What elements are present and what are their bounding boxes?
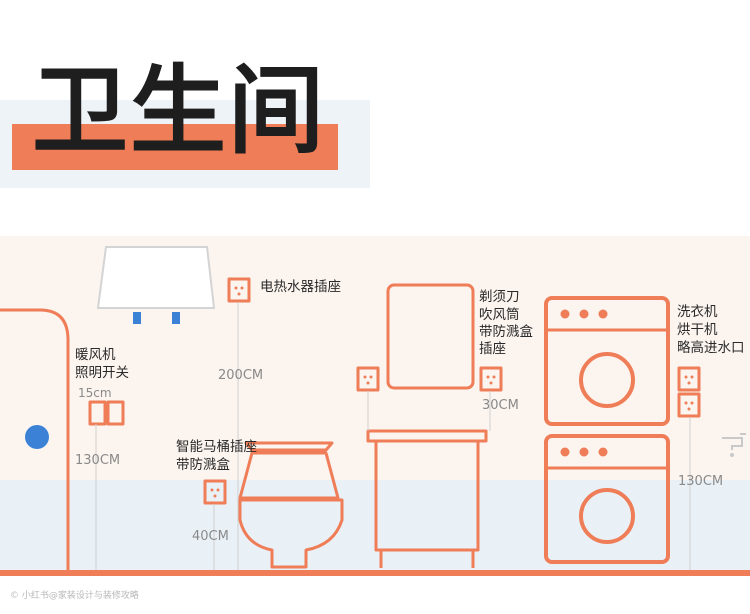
dryer-body	[544, 296, 670, 426]
switch-label-line2: 照明开关	[75, 365, 129, 381]
washer-door	[579, 488, 635, 544]
vanity-outlet-right	[479, 366, 503, 392]
toilet-lid	[244, 441, 334, 452]
vanity-label-line1: 剃须刀	[479, 289, 520, 305]
switch-gap-dimension: 15cm	[78, 386, 112, 400]
page-title: 卫生间	[32, 55, 326, 167]
mirror-frame	[386, 283, 475, 390]
washer-label-line3: 略高进水口	[677, 340, 745, 356]
switch-label-line1: 暖风机	[75, 347, 116, 363]
vanity-top	[366, 429, 488, 443]
heater-outlet-label: 电热水器插座	[260, 279, 341, 295]
vanity-label-line2: 吹风筒	[479, 307, 520, 323]
heater-pipe-left	[133, 312, 141, 324]
vanity-label-line4: 插座	[479, 341, 506, 357]
washer-outlet-bottom	[677, 392, 701, 418]
toilet-outlet-label-line2: 带防溅盒	[176, 457, 230, 473]
toilet-outlet-label-line1: 智能马桶插座	[176, 439, 257, 455]
floor-line	[0, 570, 750, 576]
washer-label-line1: 洗衣机	[677, 304, 718, 320]
washer-label-line2: 烘干机	[677, 322, 718, 338]
heater-pipe-right	[172, 312, 180, 324]
heater-outlet-box	[227, 277, 251, 303]
toilet-outlet-height-dimension: 40CM	[192, 529, 229, 544]
vanity-outlet-left	[356, 366, 380, 392]
vanity-label-line3: 带防溅盒	[479, 324, 533, 340]
toilet-bowl	[238, 498, 344, 569]
washer-body	[544, 434, 670, 564]
title-accent-bar	[12, 124, 338, 170]
heater-outlet-height-dimension: 200CM	[218, 368, 264, 383]
washer-outlet-top	[677, 366, 701, 392]
switch-left	[88, 400, 107, 426]
faucet-icon	[722, 433, 746, 457]
watermark: © 小红书@家装设计与装修攻略	[10, 591, 139, 601]
switch-height-dimension: 130CM	[75, 453, 121, 468]
toilet-outlet-box	[203, 479, 227, 505]
vanity-outlet-height-dimension: 30CM	[482, 398, 519, 413]
toilet-tank	[238, 451, 340, 500]
dryer-door	[579, 352, 635, 408]
water-heater-tank	[96, 246, 216, 309]
vanity-cabinet	[374, 441, 480, 552]
switch-right	[106, 400, 125, 426]
door-knob	[25, 425, 49, 449]
door-outline	[0, 308, 70, 572]
washer-outlet-height-dimension: 130CM	[678, 474, 724, 489]
